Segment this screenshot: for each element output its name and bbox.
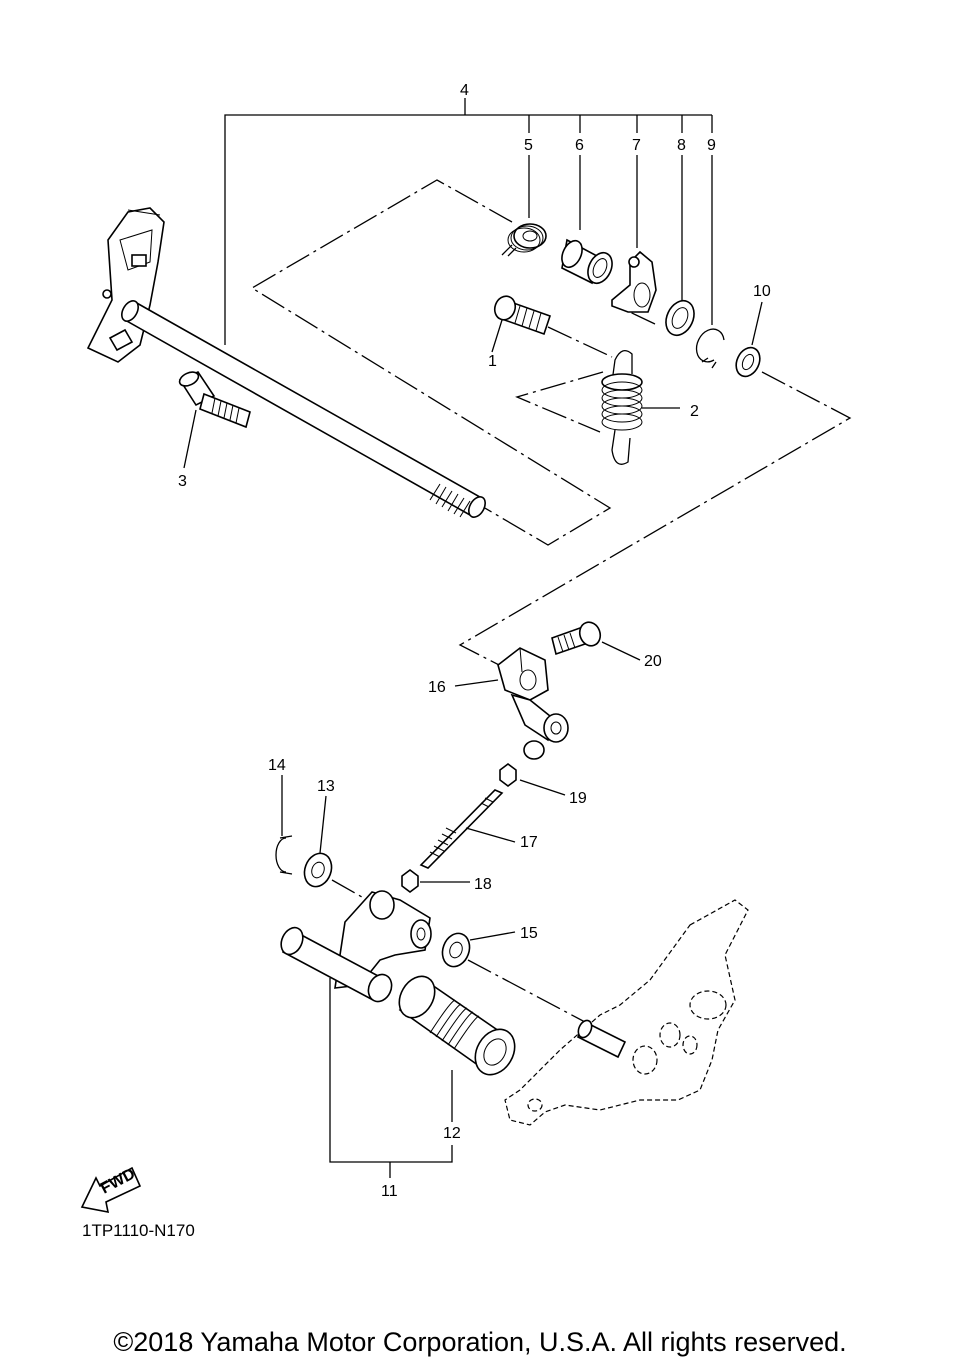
callout-16: 16	[428, 679, 446, 696]
bracket-4	[224, 98, 713, 345]
washer-10	[735, 301, 763, 378]
callout-12: 12	[443, 1125, 461, 1142]
callout-17: 17	[520, 834, 538, 851]
callout-14: 14	[268, 757, 286, 774]
callout-18: 18	[474, 876, 492, 893]
joint-19	[499, 740, 566, 796]
shift-pedal-11	[280, 890, 432, 1003]
washer-13	[303, 795, 333, 888]
callout-2: 2	[690, 403, 699, 420]
stopper-lever-7	[611, 250, 657, 313]
assembly-lines	[250, 179, 852, 1023]
callout-6: 6	[575, 137, 584, 154]
callout-15: 15	[520, 925, 538, 942]
circlip-9	[695, 328, 725, 369]
drawing-code: 1TP1110-N170	[82, 1221, 195, 1240]
callouts: 1 2 3 4 5 6 7 8 9 10 11 12 13 14 15 16 1…	[178, 82, 771, 1200]
washer-8	[665, 299, 695, 337]
fwd-arrow-icon: FWD	[80, 1165, 142, 1214]
bolt-3	[178, 370, 251, 469]
bracket-11	[329, 978, 453, 1178]
shift-shaft	[86, 207, 486, 518]
callout-8: 8	[677, 137, 686, 154]
rod-17	[419, 789, 516, 869]
torsion-spring-5	[501, 223, 547, 257]
callout-10: 10	[753, 283, 771, 300]
copyright-notice: ©2018 Yamaha Motor Corporation, U.S.A. A…	[113, 1327, 846, 1357]
callout-3: 3	[178, 473, 187, 490]
return-spring-2	[601, 349, 680, 465]
rubber-12	[398, 975, 516, 1122]
callout-20: 20	[644, 653, 662, 670]
callout-4: 4	[460, 82, 469, 99]
circlip-14	[275, 775, 293, 875]
bolt-20	[551, 621, 641, 661]
washer-15	[441, 931, 516, 968]
callout-19: 19	[569, 790, 587, 807]
clamp-lever-16	[454, 647, 569, 743]
nut-18	[401, 869, 470, 893]
callout-1: 1	[488, 353, 497, 370]
callout-9: 9	[707, 137, 716, 154]
callout-7: 7	[632, 137, 641, 154]
footrest-bracket-ghost	[504, 899, 749, 1126]
collar-6	[561, 238, 613, 285]
callout-13: 13	[317, 778, 335, 795]
shaft-1	[491, 295, 552, 353]
callout-11: 11	[381, 1183, 398, 1200]
callout-5: 5	[524, 137, 533, 154]
